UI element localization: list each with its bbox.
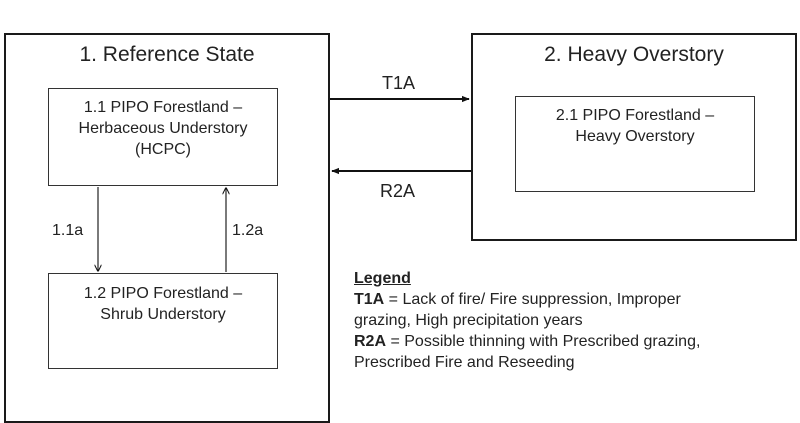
phase-1-1-line-2: Herbaceous Understory bbox=[78, 120, 248, 137]
r2a-label: R2A bbox=[380, 181, 416, 201]
reference-state-title: 1. Reference State bbox=[79, 43, 255, 66]
phase-2-1-line-1: 2.1 PIPO Forestland – bbox=[555, 107, 715, 124]
phase-1-2-line-1: 1.2 PIPO Forestland – bbox=[83, 285, 243, 302]
legend-code-r2a: R2A bbox=[354, 333, 387, 350]
legend-text-r2a-1: Possible thinning with Prescribed grazin… bbox=[404, 333, 701, 350]
phase-1-1-line-3: (HCPC) bbox=[135, 141, 191, 158]
legend-text-t1a-1: Lack of fire/ Fire suppression, Improper bbox=[402, 291, 681, 308]
legend-item-t1a: T1A = Lack of fire/ Fire suppression, Im… bbox=[354, 289, 794, 310]
legend-text-r2a-2: Prescribed Fire and Reseeding bbox=[354, 354, 575, 371]
phase-1-1-label: 1.1 PIPO Forestland – Herbaceous Underst… bbox=[49, 97, 277, 160]
legend-separator-t1a: = bbox=[384, 291, 403, 308]
legend-code-t1a: T1A bbox=[354, 291, 385, 308]
phase-2-1-line-2: Heavy Overstory bbox=[575, 128, 695, 145]
phase-2-1-label: 2.1 PIPO Forestland – Heavy Overstory bbox=[516, 105, 754, 147]
phase-1-2-label: 1.2 PIPO Forestland – Shrub Understory bbox=[49, 283, 277, 325]
t1a-label: T1A bbox=[382, 73, 416, 93]
phase-1-2-line-2: Shrub Understory bbox=[100, 306, 226, 323]
phase-1-2-box: 1.2 PIPO Forestland – Shrub Understory bbox=[48, 273, 278, 369]
phase-1-1-line-1: 1.1 PIPO Forestland – bbox=[83, 99, 243, 116]
pathway-1-2a-label: 1.2a bbox=[232, 222, 264, 239]
pathway-1-1a-label: 1.1a bbox=[52, 222, 84, 239]
legend-text-t1a-2: grazing, High precipitation years bbox=[354, 312, 583, 329]
legend-separator-r2a: = bbox=[386, 333, 405, 350]
legend-item-r2a: R2A = Possible thinning with Prescribed … bbox=[354, 331, 794, 352]
legend-title: Legend bbox=[354, 270, 411, 287]
phase-2-1-box: 2.1 PIPO Forestland – Heavy Overstory bbox=[515, 96, 755, 192]
legend: Legend T1A = Lack of fire/ Fire suppress… bbox=[354, 268, 794, 373]
phase-1-1-box: 1.1 PIPO Forestland – Herbaceous Underst… bbox=[48, 88, 278, 186]
heavy-overstory-state-title: 2. Heavy Overstory bbox=[544, 43, 724, 66]
